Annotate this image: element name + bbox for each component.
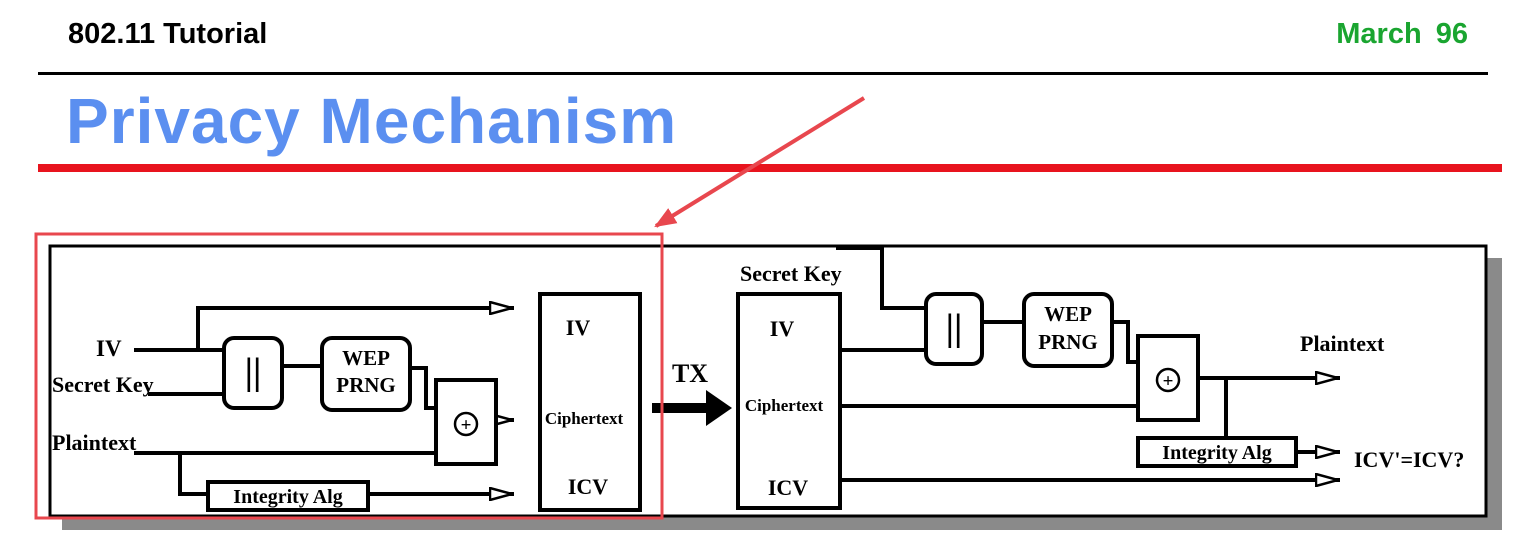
integrity-label-tx: Integrity Alg xyxy=(233,486,342,508)
concat-block-tx xyxy=(222,336,284,410)
secret-key-label-tx: Secret Key xyxy=(52,372,154,397)
xor-icon xyxy=(1155,367,1181,393)
concat-symbol-rx: || xyxy=(946,307,963,349)
slide-title: Privacy Mechanism xyxy=(66,85,678,157)
concat-symbol-tx: || xyxy=(245,351,262,393)
annotation-arrow-icon xyxy=(654,96,866,228)
header-title: 802.11 Tutorial xyxy=(68,18,268,50)
xor-symbol-tx: + xyxy=(461,415,472,436)
secret-key-label-rx: Secret Key xyxy=(740,261,842,286)
xor-symbol-rx: + xyxy=(1163,371,1174,392)
integrity-block-tx xyxy=(206,480,370,512)
plaintext-label-rx: Plaintext xyxy=(1300,331,1385,356)
wep-label-tx: WEP xyxy=(342,346,390,370)
integrity-block-rx xyxy=(1136,436,1298,468)
highlight-box xyxy=(34,232,664,520)
frame-ciphertext-label-tx: Ciphertext xyxy=(545,409,624,428)
title-underline xyxy=(38,164,1502,172)
frame-ciphertext-label-rx: Ciphertext xyxy=(745,396,824,415)
icv-check-label: ICV'=ICV? xyxy=(1354,447,1464,472)
header-divider xyxy=(38,72,1488,75)
frame-block-tx xyxy=(538,292,642,512)
frame-iv-label-rx: IV xyxy=(770,316,795,341)
prng-label-rx: PRNG xyxy=(1038,330,1098,354)
wep-prng-block-rx xyxy=(1022,292,1114,368)
prng-label-tx: PRNG xyxy=(336,373,396,397)
integrity-label-rx: Integrity Alg xyxy=(1162,442,1271,464)
concat-block-rx xyxy=(924,292,984,366)
wep-label-rx: WEP xyxy=(1044,302,1092,326)
plaintext-label-tx: Plaintext xyxy=(52,430,137,455)
header-date: March 96 xyxy=(1336,18,1468,50)
frame-icv-label-tx: ICV xyxy=(568,474,608,499)
frame-icv-label-rx: ICV xyxy=(768,475,808,500)
frame-block-rx xyxy=(736,292,842,510)
xor-block-rx xyxy=(1136,334,1200,422)
tx-label: TX xyxy=(672,359,708,388)
xor-icon xyxy=(453,411,479,437)
iv-label-tx: IV xyxy=(96,336,122,361)
frame-iv-label-tx: IV xyxy=(566,315,591,340)
wep-prng-block-tx xyxy=(320,336,412,412)
